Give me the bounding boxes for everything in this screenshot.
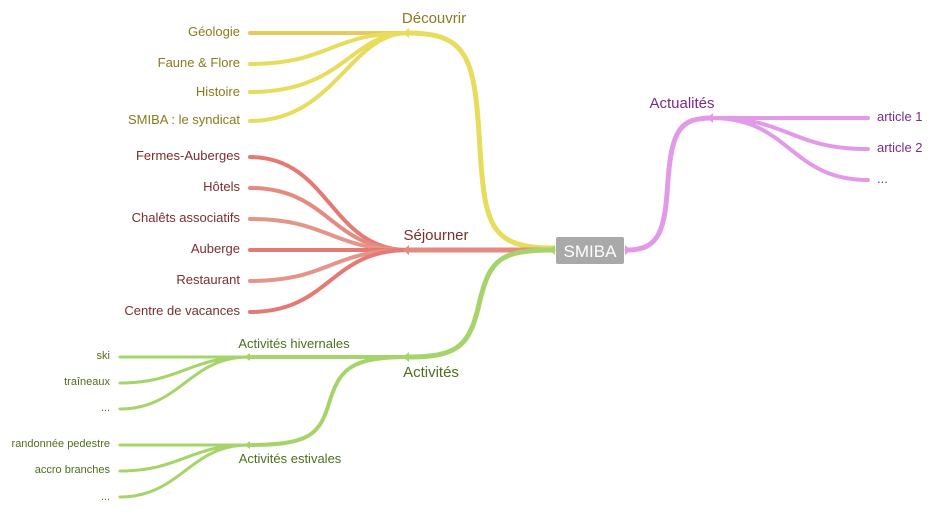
connections [118, 30, 870, 499]
link-centre [248, 248, 410, 314]
leaf-ete-more[interactable]: ... [101, 491, 110, 503]
link-ete-more [118, 443, 250, 499]
leaf-chalets[interactable]: Chalêts associatifs [132, 210, 241, 225]
leaf-auberge[interactable]: Auberge [191, 241, 240, 256]
link-faune [248, 31, 410, 66]
link-decouvrir [405, 30, 556, 251]
link-hiver-more [118, 355, 250, 411]
link-actualites [624, 115, 715, 253]
leaf-geologie[interactable]: Géologie [188, 24, 240, 39]
leaf-faune-flore[interactable]: Faune & Flore [158, 55, 240, 70]
branch-sejourner[interactable]: Séjourner [403, 227, 468, 244]
tip-actualites [707, 113, 713, 123]
leaf-article1[interactable]: article 1 [877, 109, 923, 124]
link-traineaux [118, 355, 250, 385]
link-activites [405, 247, 556, 360]
branch-activites[interactable]: Activités [403, 364, 459, 381]
link-estivales [246, 355, 410, 447]
leaf-smiba-syndicat[interactable]: SMIBA : le syndicat [128, 112, 240, 127]
leaf-hotels[interactable]: Hôtels [203, 179, 240, 194]
link-restaurant [248, 248, 410, 283]
leaf-actu-more[interactable]: ... [877, 171, 888, 186]
link-actu-more [710, 116, 870, 182]
tip-activites [403, 352, 409, 362]
leaf-histoire[interactable]: Histoire [196, 84, 240, 99]
connection-tips [244, 28, 713, 449]
tip-hivernales [244, 353, 250, 361]
tip-center-right [625, 245, 631, 255]
center-node[interactable]: SMIBA [556, 237, 624, 264]
tip-decouvrir [403, 28, 409, 38]
tip-estivales [244, 441, 250, 449]
leaf-traineaux[interactable]: traîneaux [64, 376, 110, 388]
leaf-ski[interactable]: ski [97, 350, 110, 362]
link-article2 [710, 116, 870, 151]
subbranch-estivales[interactable]: Activités estivales [239, 451, 342, 466]
center-node-box [556, 237, 624, 264]
leaf-restaurant[interactable]: Restaurant [176, 272, 240, 287]
tip-sejourner [403, 245, 409, 255]
branch-actualites[interactable]: Actualités [649, 95, 714, 112]
leaf-accro-branches[interactable]: accro branches [35, 464, 111, 476]
leaf-article2[interactable]: article 2 [877, 140, 923, 155]
leaf-fermes-auberges[interactable]: Fermes-Auberges [136, 148, 241, 163]
leaf-hiver-more[interactable]: ... [101, 402, 110, 414]
leaf-randonnee[interactable]: randonnée pedestre [12, 438, 110, 450]
tip-center-left [549, 245, 555, 255]
link-smiba-syndicat [248, 31, 410, 123]
leaf-centre-vacances[interactable]: Centre de vacances [124, 303, 240, 318]
branch-decouvrir[interactable]: Découvrir [402, 10, 466, 27]
center-node-label: SMIBA [564, 242, 618, 261]
subbranch-hivernales[interactable]: Activités hivernales [238, 336, 350, 351]
link-accro [118, 443, 250, 473]
